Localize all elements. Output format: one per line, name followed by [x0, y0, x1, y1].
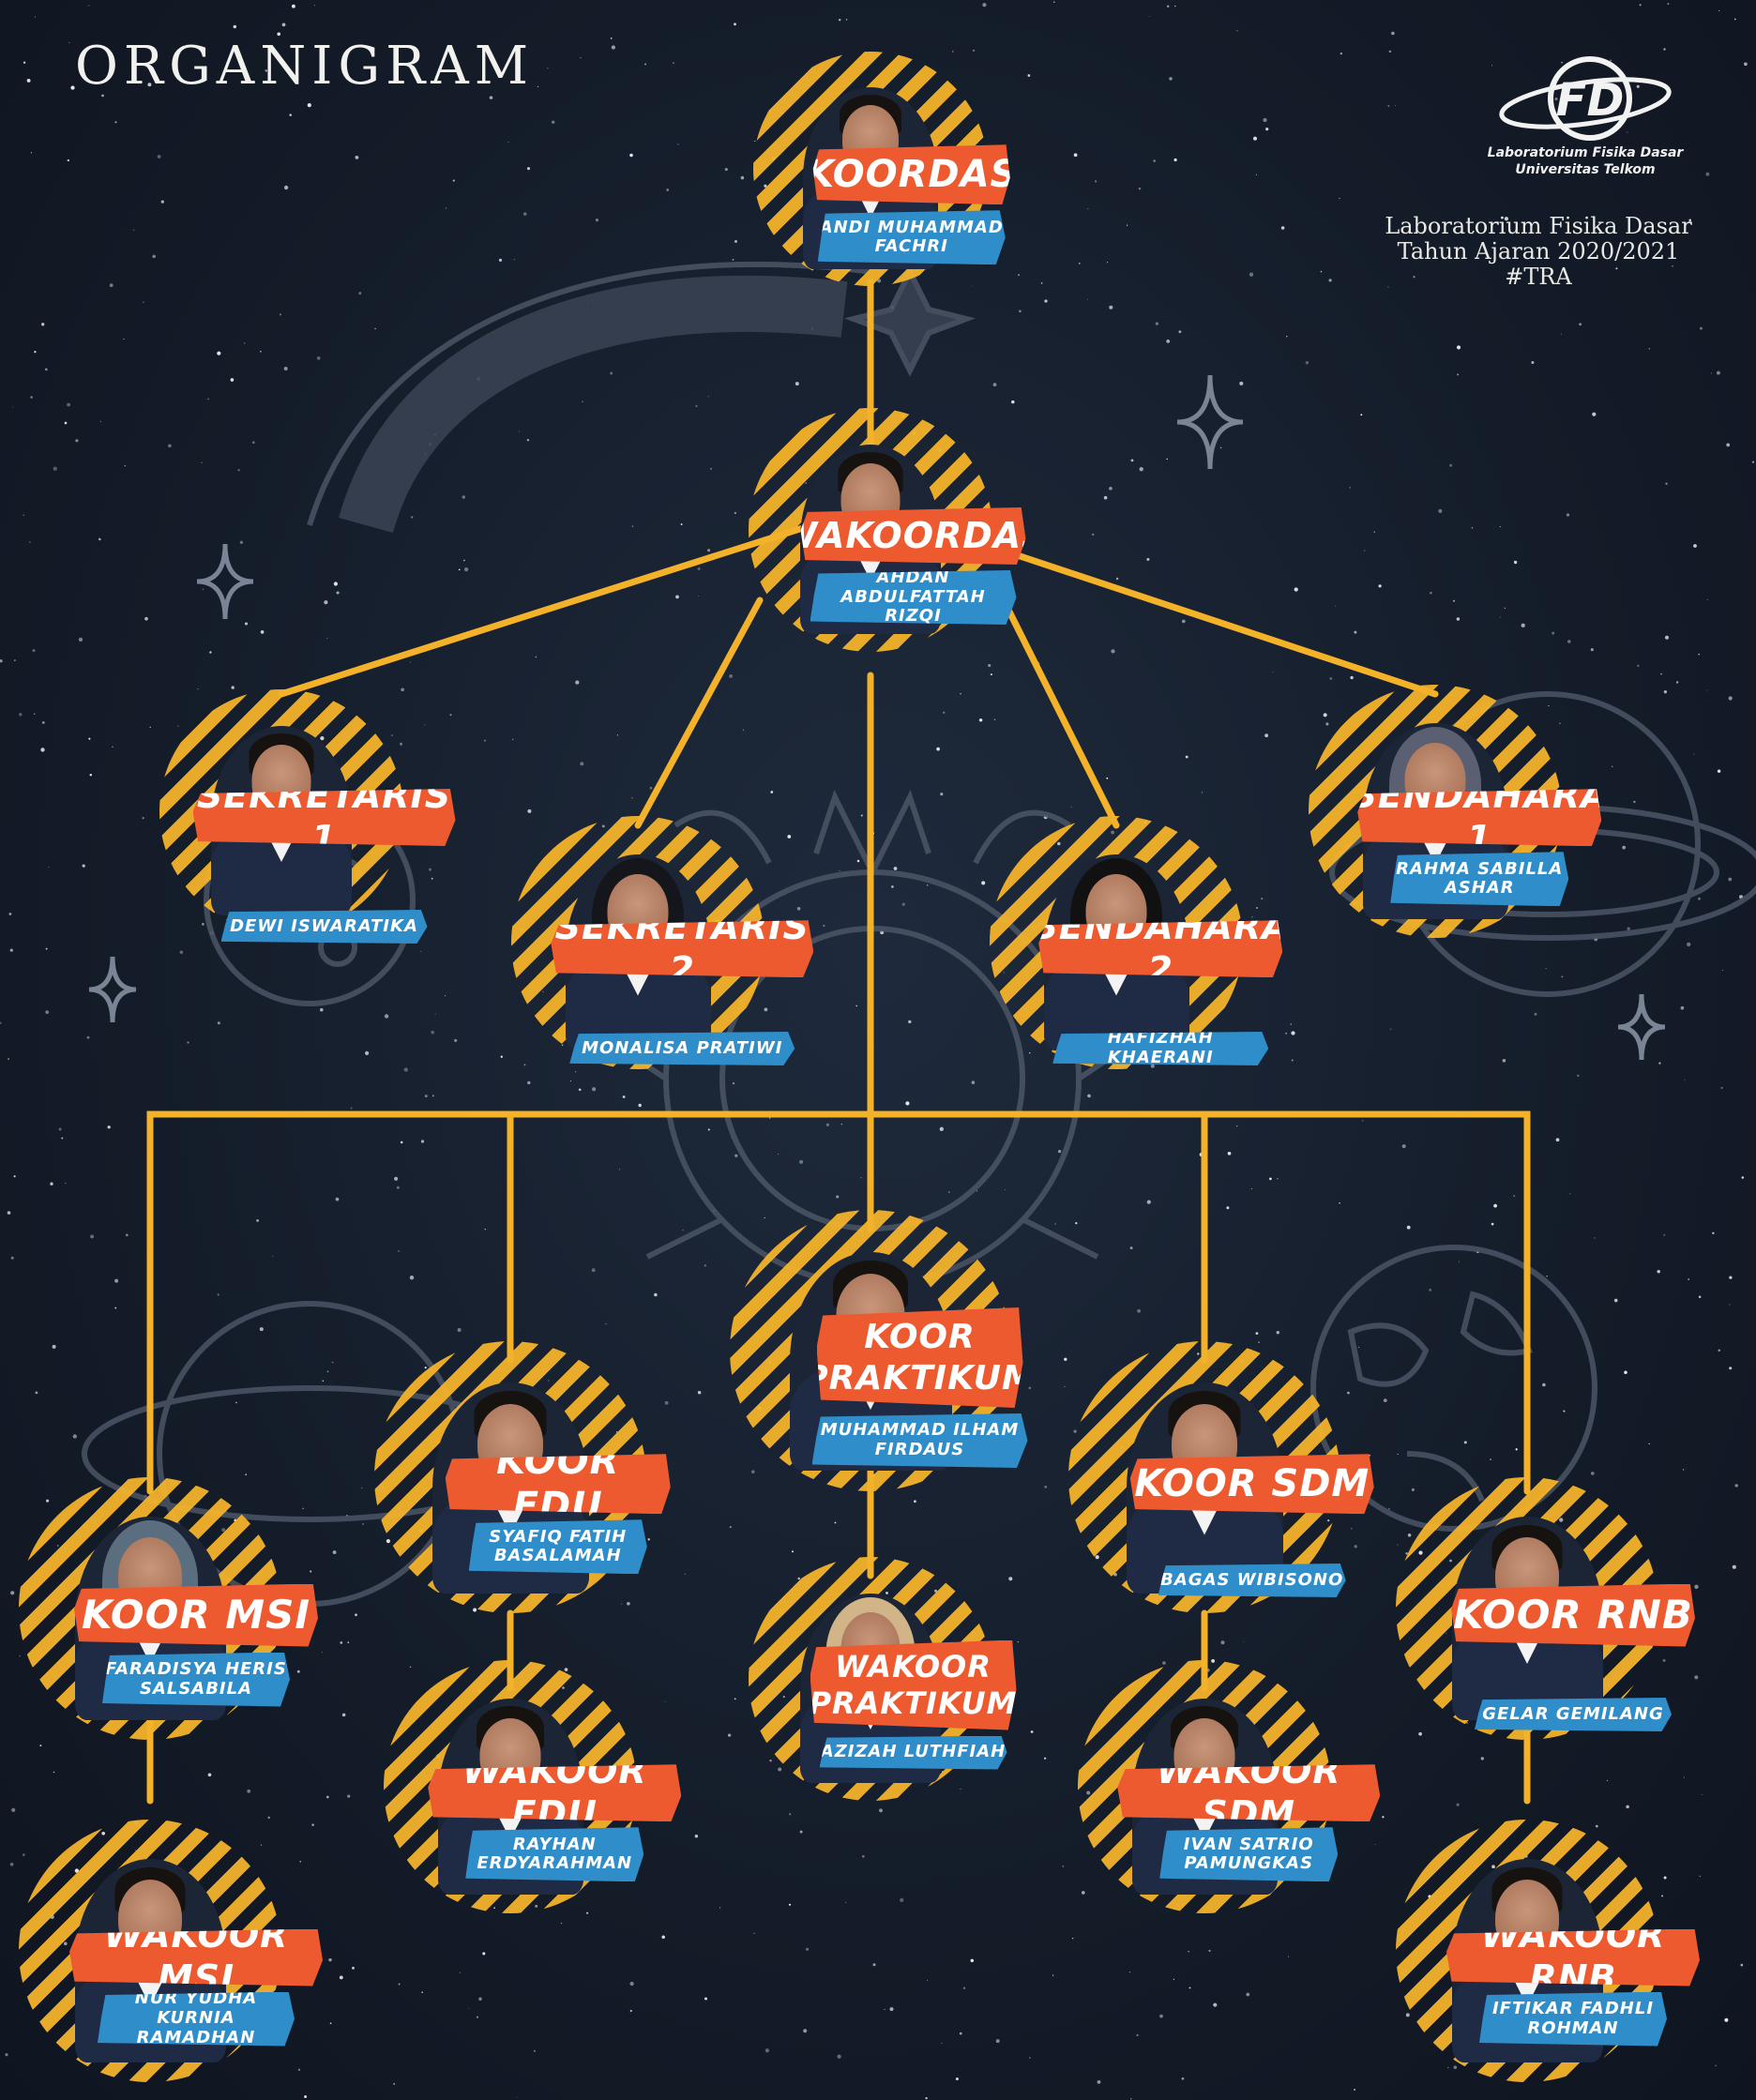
- member-name: NUR YUDHA KURNIA RAMADHAN: [134, 1988, 258, 2047]
- name-banner: MONALISA PRATIWI: [569, 1032, 795, 1065]
- role-label: WAKOOR RNB: [1480, 1914, 1666, 1999]
- role-label: KOOR PRAKTIKUM: [803, 1318, 1037, 1397]
- name-banner: FARADISYA HERIS SALSABILA: [102, 1652, 290, 1707]
- member-name: BAGAS WIBISONO: [1160, 1569, 1344, 1590]
- role-label: WAKOOR PRAKTIKUM: [809, 1649, 1018, 1721]
- role-banner: WAKOOR SDM: [1117, 1764, 1381, 1822]
- svg-text:FD: FD: [1556, 74, 1625, 127]
- member-bendahara1: BENDAHARA 1 RAHMA SABILLA ASHAR: [1309, 685, 1602, 938]
- role-banner: WAKOORDAS: [800, 507, 1026, 565]
- member-name: RAHMA SABILLA ASHAR: [1396, 858, 1564, 899]
- connector-wakoordas-sekretaris2: [634, 597, 764, 829]
- role-label: SEKRETARIS 1: [196, 774, 452, 859]
- member-bendahara2: BENDAHARA 2 HAFIZHAH KHAERANI: [990, 816, 1283, 1069]
- connector-wakoordas-bendahara2: [1000, 597, 1120, 829]
- role-banner: WAKOOR PRAKTIKUM: [809, 1639, 1018, 1730]
- lab-info-line1: Laboratorium Fisika Dasar: [1385, 213, 1692, 239]
- role-label: SEKRETARIS 2: [554, 906, 810, 990]
- page-title: ORGANIGRAM: [75, 36, 535, 97]
- role-label: WAKOOR EDU: [462, 1750, 647, 1835]
- role-banner: KOOR RNB: [1451, 1583, 1695, 1647]
- lab-logo: FD Laboratorium Fisika Dasar Universitas…: [1435, 52, 1698, 192]
- member-name: AZIZAH LUTHFIAH: [820, 1742, 1007, 1762]
- name-banner: MUHAMMAD ILHAM FIRDAUS: [811, 1413, 1028, 1468]
- role-banner: KOOR MSI: [74, 1583, 318, 1647]
- member-name: IVAN SATRIO PAMUNGKAS: [1183, 1834, 1314, 1874]
- role-banner: KOOR SDM: [1129, 1454, 1374, 1515]
- role-banner: BENDAHARA 2: [1038, 920, 1283, 978]
- name-banner: IVAN SATRIO PAMUNGKAS: [1159, 1827, 1339, 1882]
- role-banner: KOOR EDU: [445, 1454, 671, 1515]
- name-banner: AZIZAH LUTHFIAH: [819, 1735, 1007, 1770]
- role-label: KOOR EDU: [496, 1440, 620, 1529]
- role-banner: WAKOOR EDU: [428, 1764, 682, 1822]
- lab-info-line3: #TRA: [1505, 264, 1572, 290]
- role-label: KOOR RNB: [1453, 1591, 1693, 1638]
- name-banner: DEWI ISWARATIKA: [220, 910, 428, 944]
- role-banner: KOOR PRAKTIKUM: [816, 1307, 1023, 1408]
- name-banner: ANDI MUHAMMAD FACHRI: [817, 210, 1006, 265]
- lab-info-line2: Tahun Ajaran 2020/2021: [1397, 238, 1680, 264]
- role-label: KOOR MSI: [82, 1591, 310, 1638]
- member-koor-rnb: KOOR RNB GELAR GEMILANG: [1396, 1477, 1695, 1740]
- role-banner: BENDAHARA 1: [1357, 789, 1602, 847]
- member-name: FARADISYA HERIS SALSABILA: [105, 1658, 287, 1699]
- lab-logo-mark: FD: [1499, 56, 1672, 141]
- member-sekretaris2: SEKRETARIS 2 MONALISA PRATIWI: [511, 816, 814, 1069]
- name-banner: RAHMA SABILLA ASHAR: [1390, 852, 1569, 907]
- name-banner: IFTIKAR FADHLI ROHMAN: [1479, 1991, 1667, 2047]
- name-banner: BAGAS WIBISONO: [1158, 1564, 1346, 1597]
- role-banner: SEKRETARIS 2: [551, 920, 814, 978]
- member-name: AHDAN ABDULFATTAH RIZQI: [840, 567, 986, 627]
- member-name: IFTIKAR FADHLI ROHMAN: [1491, 1998, 1655, 2038]
- member-name: RAYHAN ERDYARAHMAN: [477, 1834, 633, 1874]
- name-banner: SYAFIQ FATIH BASALAMAH: [468, 1519, 647, 1575]
- lab-logo-line1: Laboratorium Fisika Dasar: [1487, 145, 1684, 160]
- role-label: BENDAHARA 2: [1030, 906, 1291, 990]
- name-banner: HAFIZHAH KHAERANI: [1052, 1028, 1269, 1067]
- member-koordas: KOORDAS ANDI MUHAMMAD FACHRI: [753, 52, 1010, 286]
- name-banner: NUR YUDHA KURNIA RAMADHAN: [98, 1988, 295, 2047]
- role-label: WAKOOR SDM: [1156, 1750, 1341, 1835]
- role-banner: WAKOOR MSI: [69, 1928, 323, 1987]
- role-label: KOOR SDM: [1134, 1462, 1370, 1506]
- role-banner: KOORDAS: [812, 144, 1010, 205]
- name-banner: GELAR GEMILANG: [1475, 1698, 1672, 1731]
- connector-division-bar: [146, 1110, 1531, 1495]
- role-banner: WAKOOR RNB: [1446, 1928, 1700, 1987]
- member-name: MUHAMMAD ILHAM FIRDAUS: [820, 1420, 1020, 1459]
- role-label: WAKOOR MSI: [103, 1914, 289, 1999]
- member-name: HAFIZHAH KHAERANI: [1107, 1028, 1214, 1067]
- member-name: GELAR GEMILANG: [1482, 1703, 1664, 1724]
- member-name: MONALISA PRATIWI: [582, 1037, 783, 1058]
- member-name: ANDI MUHAMMAD FACHRI: [819, 217, 1004, 257]
- role-label: KOORDAS: [805, 153, 1019, 197]
- lab-logo-line2: Universitas Telkom: [1515, 162, 1656, 177]
- name-banner: RAYHAN ERDYARAHMAN: [465, 1827, 644, 1882]
- lab-info: Laboratorium Fisika Dasar Tahun Ajaran 2…: [1351, 214, 1726, 290]
- member-koor-praktikum: KOOR PRAKTIKUM MUHAMMAD ILHAM FIRDAUS: [730, 1210, 1028, 1491]
- role-label: WAKOORDAS: [778, 514, 1049, 556]
- role-label: BENDAHARA 1: [1349, 775, 1610, 859]
- member-name: SYAFIQ FATIH BASALAMAH: [489, 1526, 628, 1566]
- member-koor-msi: KOOR MSI FARADISYA HERIS SALSABILA: [19, 1477, 318, 1740]
- name-banner: AHDAN ABDULFATTAH RIZQI: [810, 570, 1017, 625]
- member-koor-sdm: KOOR SDM BAGAS WIBISONO: [1068, 1341, 1374, 1613]
- member-wakoor-praktikum: WAKOOR PRAKTIKUM AZIZAH LUTHFIAH: [749, 1557, 1017, 1801]
- member-sekretaris1: SEKRETARIS 1 DEWI ISWARATIKA: [159, 689, 456, 944]
- role-banner: SEKRETARIS 1: [192, 789, 456, 846]
- member-name: DEWI ISWARATIKA: [230, 915, 418, 936]
